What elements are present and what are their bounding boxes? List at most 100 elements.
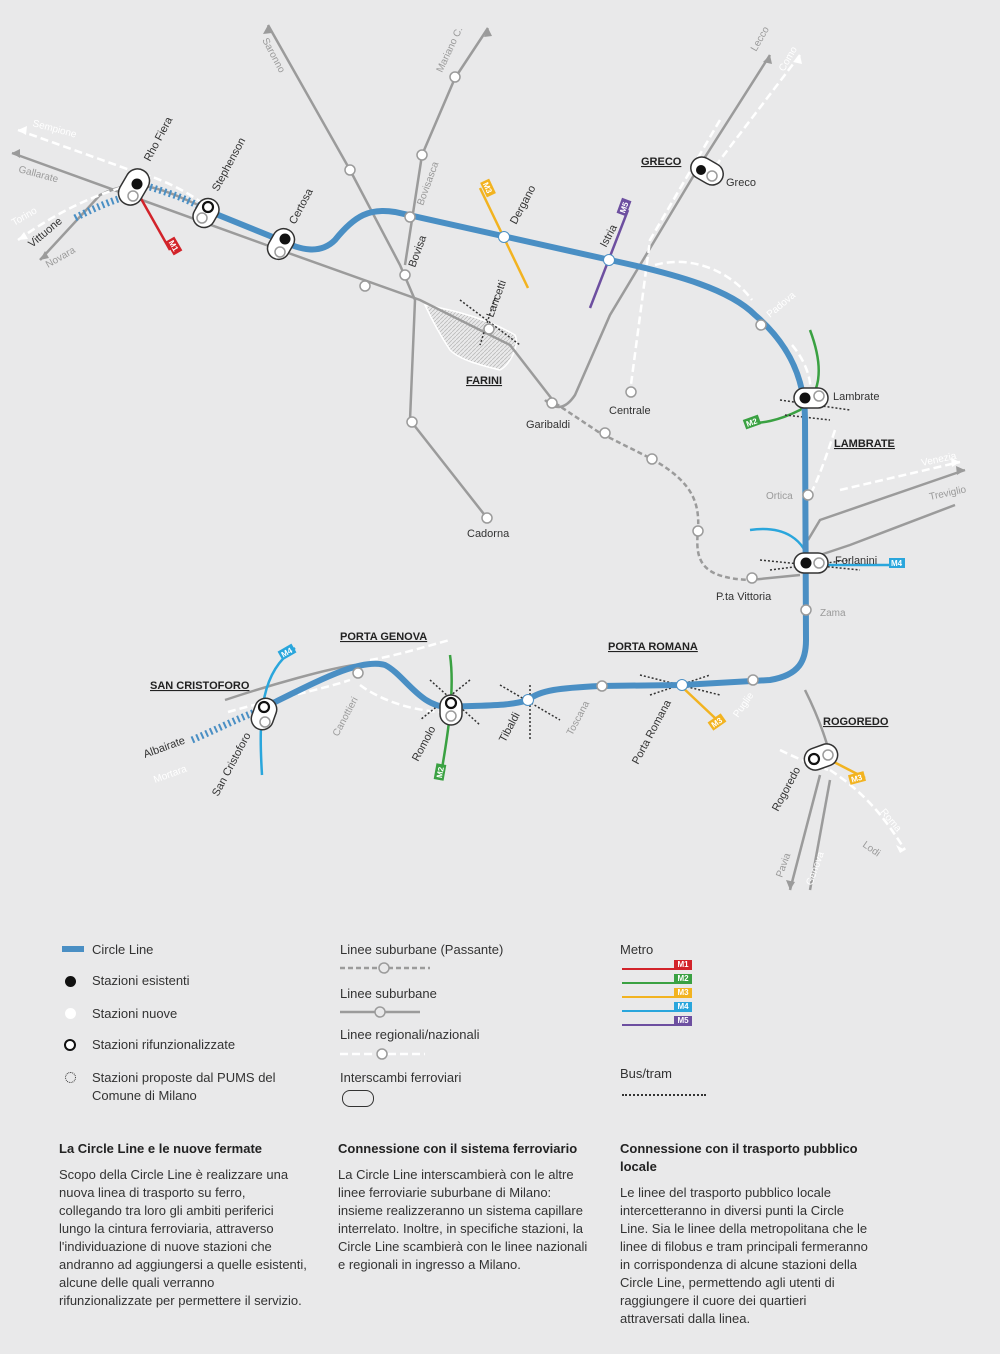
legend-m5-line (622, 1024, 692, 1026)
label-garibaldi: Garibaldi (526, 419, 570, 431)
legend-refunctionalized-label: Stazioni rifunzionalizzate (92, 1037, 236, 1052)
legend-circle-line-label: Circle Line (92, 942, 154, 957)
label-greco: Greco (726, 177, 756, 189)
dir-albairate: Albairate (142, 735, 187, 761)
legend-interchanges-label: Interscambi ferroviari (340, 1070, 462, 1085)
label-forlanini: Forlanini (835, 555, 877, 567)
legend-m5-tag: M5 (674, 1016, 692, 1026)
legend-new-swatch (65, 1008, 76, 1019)
legend-regional-swatch (340, 1048, 425, 1060)
area-porta-genova: PORTA GENOVA (340, 631, 427, 643)
legend-existing-swatch (65, 976, 76, 987)
text-column-railway: Connessione con il sistema ferroviario L… (338, 1140, 588, 1274)
dir-mortara: Mortara (152, 764, 189, 786)
label-rogoredo: Rogoredo (770, 765, 803, 813)
refunctionalized-stations (201, 200, 821, 766)
legend: Circle Line Stazioni esistenti Stazioni … (0, 930, 1000, 1130)
m4-tag (889, 558, 905, 568)
metro-tags: M1 M3 M5 M2 M4 M4 M2 M3 M3 (165, 178, 905, 785)
legend-metro-label: Metro (620, 942, 654, 957)
m3-tag (480, 178, 496, 198)
dir-lecco: Lecco (749, 25, 772, 54)
svg-text:M2: M2 (745, 416, 759, 428)
label-padova: Padova (765, 290, 798, 321)
text-column-circle-line-title: La Circle Line e le nuove fermate (59, 1141, 263, 1156)
legend-bus-tram-label: Bus/tram (620, 1066, 673, 1081)
dir-genova: Genova (804, 850, 826, 887)
text-column-railway-body: La Circle Line interscambierà con le alt… (338, 1167, 588, 1272)
arrow-heads (12, 25, 965, 890)
text-column-local-transport-title: Connessione con il trasporto pubblico lo… (620, 1141, 858, 1174)
legend-proposed-label: Stazioni proposte dal PUMS del Comune di… (92, 1070, 276, 1103)
label-canottieri: Canottieri (331, 695, 361, 738)
legend-interchanges-swatch (342, 1090, 374, 1107)
legend-refunctionalized-swatch (64, 1039, 76, 1051)
m3-tag-3 (847, 771, 867, 785)
text-column-railway-title: Connessione con il sistema ferroviario (338, 1141, 578, 1156)
dir-mariano: Mariano C. (435, 25, 466, 74)
circle-line-extensions (73, 183, 257, 744)
legend-suburban-swatch (340, 1006, 420, 1018)
m4-tag-2 (277, 643, 297, 661)
label-zama: Zama (820, 608, 846, 619)
label-romolo: Romolo (410, 724, 438, 763)
circle-line-map: M1 M3 M5 M2 M4 M4 M2 M3 M3 GRECO FARINI … (10, 24, 968, 891)
arrow-heads-white (18, 55, 960, 853)
label-stephenson: Stephenson (210, 136, 248, 193)
label-pta-vittoria: P.ta Vittoria (716, 591, 772, 603)
svg-text:M2: M2 (435, 766, 446, 779)
label-tibaldi: Tibaldi (497, 711, 523, 745)
legend-proposed-swatch (65, 1072, 76, 1083)
legend-suburban-label: Linee suburbane (340, 986, 437, 1001)
dir-sempione: Sempione (31, 118, 78, 140)
svg-text:M4: M4 (891, 559, 903, 568)
area-greco: GRECO (641, 156, 682, 168)
legend-m1-line (622, 968, 692, 970)
regional-lines (17, 54, 961, 851)
dir-lodi: Lodi (860, 839, 882, 859)
m2-tag (742, 414, 762, 430)
label-toscana: Toscana (565, 699, 592, 737)
area-farini: FARINI (466, 375, 502, 387)
text-column-circle-line-body: Scopo della Circle Line è realizzare una… (59, 1167, 307, 1308)
area-rogoredo: ROGOREDO (823, 716, 889, 728)
legend-new-label: Stazioni nuove (92, 1006, 178, 1021)
legend-m4-tag: M4 (674, 1002, 692, 1012)
dir-treviglio: Treviglio (928, 484, 967, 503)
legend-passante-swatch (340, 962, 430, 974)
m1-tag (165, 236, 183, 256)
passante-lines (554, 401, 751, 582)
legend-m3-tag: M3 (674, 988, 692, 998)
label-lambrate: Lambrate (833, 391, 879, 403)
area-porta-romana: PORTA ROMANA (608, 641, 698, 653)
label-ortica: Ortica (766, 491, 793, 502)
dir-pavia: Pavia (774, 851, 793, 879)
m2-tag-2 (433, 763, 447, 781)
svg-text:M3: M3 (481, 181, 494, 195)
legend-m2-line (622, 982, 692, 984)
area-san-cristoforo: SAN CRISTOFORO (150, 680, 250, 692)
label-centrale: Centrale (609, 405, 651, 417)
area-lambrate: LAMBRATE (834, 438, 895, 450)
svg-text:M3: M3 (850, 773, 864, 785)
legend-circle-line-swatch (62, 946, 84, 952)
legend-regional-label: Linee regionali/nazionali (340, 1027, 480, 1042)
m3-line-porta-romana (679, 684, 716, 719)
station-labels: Rho Fiera Stephenson Certosa Bovisa Bovi… (142, 114, 879, 813)
m3-tag-2 (707, 713, 727, 731)
legend-bus-tram-swatch (622, 1094, 706, 1096)
m2-line-lambrate (744, 329, 820, 425)
area-labels: GRECO FARINI LAMBRATE PORTA GENOVA SAN C… (150, 156, 895, 728)
existing-stations (131, 165, 812, 569)
label-lancetti: Lancetti (485, 279, 509, 319)
dir-vittuone: Vittuone (26, 215, 64, 250)
legend-passante-label: Linee suburbane (Passante) (340, 942, 504, 957)
label-dergano: Dergano (508, 184, 538, 227)
svg-text:M5: M5 (618, 200, 630, 214)
m5-tag (616, 197, 632, 217)
label-certosa: Certosa (287, 186, 316, 226)
dir-torino: Torino (10, 205, 39, 228)
label-puglie: Puglie (731, 690, 756, 719)
label-cadorna: Cadorna (467, 528, 510, 540)
label-rho-fiera: Rho Fiera (142, 114, 176, 163)
